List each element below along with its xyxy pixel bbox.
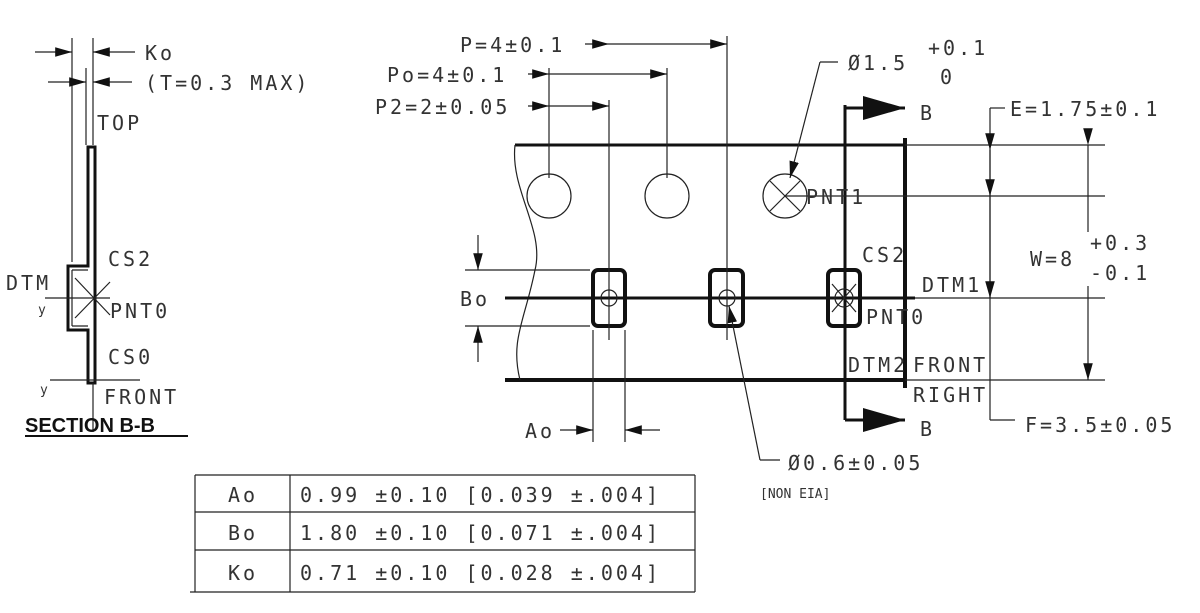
row-name: Bo (228, 521, 258, 545)
cs2-marker: CS2 (862, 243, 907, 267)
thickness-label: (T=0.3 MAX) (145, 71, 310, 95)
table-row: Ko 0.71 ±0.10 [0.028 ±.004] (228, 561, 661, 585)
section-title: SECTION B-B (25, 415, 155, 437)
tape-top-view: P=4±0.1 Po=4±0.1 P2=2±0.05 Ø1.5 +0.1 0 P… (375, 33, 1175, 502)
bo-label: Bo (460, 287, 490, 311)
small-hole-label: Ø0.6±0.05 (788, 451, 923, 475)
section-view: Ko (T=0.3 MAX) TOP CS2 DTM PNT0 CS0 FRON… (6, 38, 310, 437)
y-axis-label: y (40, 383, 48, 398)
right-marker: RIGHT (913, 383, 988, 407)
ko-label: Ko (145, 41, 175, 65)
front-marker: FRONT (913, 353, 988, 377)
row-name: Ao (228, 483, 258, 507)
row-value: 0.99 ±0.10 [0.039 ±.004] (300, 483, 661, 507)
cs0-label: CS0 (108, 345, 153, 369)
pitch-p2-label: P2=2±0.05 (375, 95, 510, 119)
pnt1-label: PNT1 (806, 185, 866, 209)
non-eia-label: [NON EIA] (760, 487, 830, 502)
pitch-p-label: P=4±0.1 (460, 33, 565, 57)
front-label: FRONT (104, 385, 179, 409)
f-dimension-label: F=3.5±0.05 (1025, 413, 1175, 437)
hole-tol-plus: +0.1 (928, 36, 988, 60)
ao-label: Ao (525, 419, 555, 443)
table-row: Ao 0.99 ±0.10 [0.039 ±.004] (228, 483, 661, 507)
hole-tol-minus: 0 (940, 65, 955, 89)
w-tol-plus: +0.3 (1090, 231, 1150, 255)
w-dimension-label: W=8 (1030, 247, 1075, 271)
dtm-label: DTM (6, 271, 51, 295)
dtm1-marker: DTM1 (922, 273, 982, 297)
row-value: 0.71 ±0.10 [0.028 ±.004] (300, 561, 661, 585)
e-dimension-label: E=1.75±0.1 (1010, 97, 1160, 121)
pnt0-label: PNT0 (110, 299, 170, 323)
hole-diameter-label: Ø1.5 (848, 51, 908, 75)
top-label: TOP (97, 111, 142, 135)
table-row: Bo 1.80 ±0.10 [0.071 ±.004] (228, 521, 661, 545)
row-name: Ko (228, 561, 258, 585)
w-tol-minus: -0.1 (1090, 261, 1150, 285)
y-axis-label: y (38, 303, 46, 318)
section-marker-top: B (920, 101, 935, 125)
pitch-po-label: Po=4±0.1 (387, 63, 507, 87)
dimension-table: Ao 0.99 ±0.10 [0.039 ±.004] Bo 1.80 ±0.1… (190, 474, 696, 593)
pnt0-marker: PNT0 (866, 305, 926, 329)
row-value: 1.80 ±0.10 [0.071 ±.004] (300, 521, 661, 545)
section-marker-bottom: B (920, 417, 935, 441)
dtm2-marker: DTM2 (848, 353, 908, 377)
cs2-label: CS2 (108, 247, 153, 271)
